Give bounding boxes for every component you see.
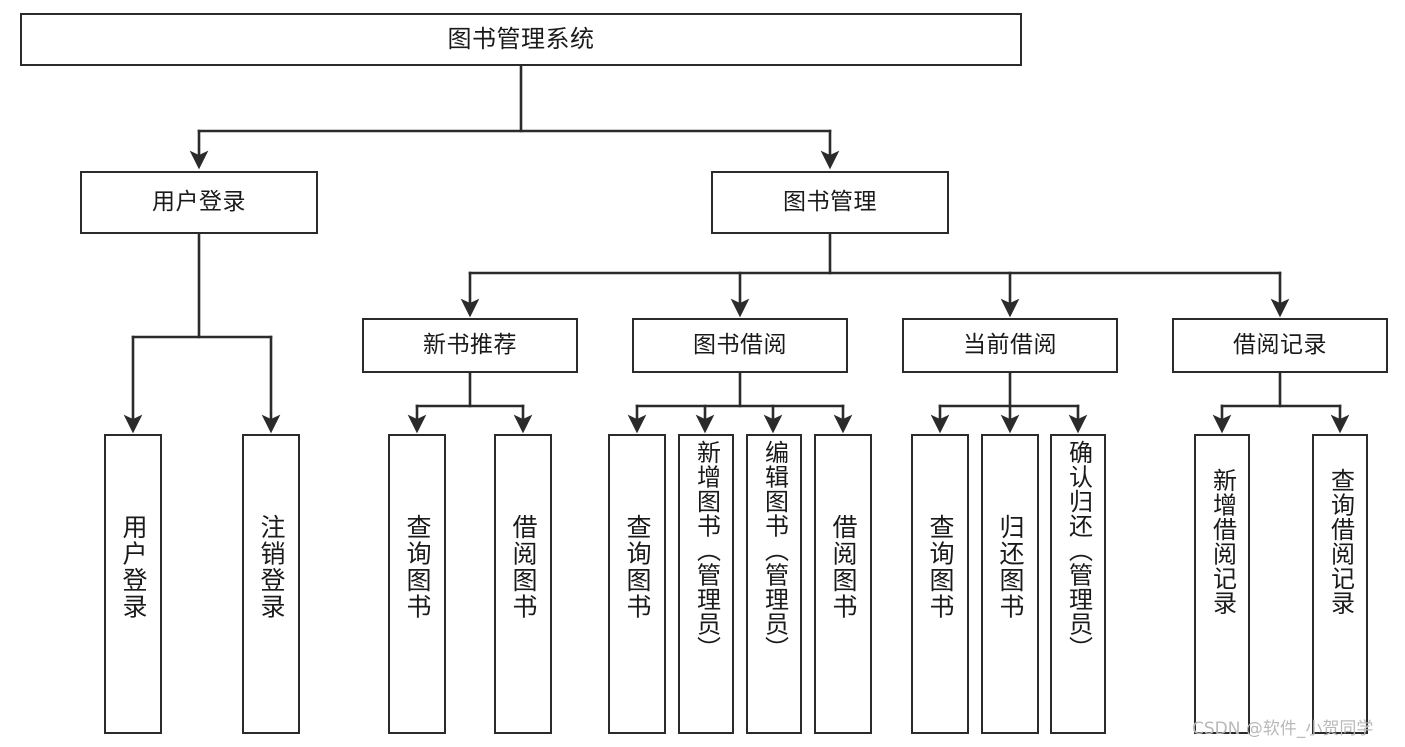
node-book-borrow[interactable]: 图书借阅 <box>632 318 848 373</box>
node-label: 借阅图书 <box>829 514 858 620</box>
node-label: 查询图书 <box>403 514 432 620</box>
node-borrow-record[interactable]: 借阅记录 <box>1172 318 1388 373</box>
node-leaf-query-book-2[interactable]: 查询图书 <box>608 434 666 734</box>
node-label: 新增图书（管理员） <box>692 440 721 661</box>
node-label: 用户登录 <box>119 514 148 620</box>
node-leaf-edit-book[interactable]: 编辑图书（管理员） <box>746 434 802 734</box>
node-leaf-return-book[interactable]: 归还图书 <box>981 434 1039 734</box>
node-book-management[interactable]: 图书管理 <box>711 171 949 234</box>
node-leaf-add-record[interactable]: 新增借阅记录 <box>1194 434 1250 734</box>
node-leaf-user-login[interactable]: 用户登录 <box>104 434 162 734</box>
node-label: 查询图书 <box>623 514 652 620</box>
node-label: 新增借阅记录 <box>1208 468 1237 615</box>
node-leaf-query-book-1[interactable]: 查询图书 <box>388 434 446 734</box>
node-new-book-recommend[interactable]: 新书推荐 <box>362 318 578 373</box>
node-label: 图书管理 <box>783 188 877 215</box>
watermark-csdn: CSDN @软件_小贺同学 <box>1192 719 1374 739</box>
node-label: 借阅记录 <box>1233 331 1327 358</box>
node-label: 借阅图书 <box>509 514 538 620</box>
node-label: 图书管理系统 <box>447 25 595 54</box>
node-label: 当前借阅 <box>963 331 1057 358</box>
node-leaf-user-logout[interactable]: 注销登录 <box>242 434 300 734</box>
node-label: 查询图书 <box>926 514 955 620</box>
node-label: 图书借阅 <box>693 331 787 358</box>
node-leaf-query-book-3[interactable]: 查询图书 <box>911 434 969 734</box>
node-leaf-borrow-book-1[interactable]: 借阅图书 <box>494 434 552 734</box>
node-user-login[interactable]: 用户登录 <box>80 171 318 234</box>
node-label: 归还图书 <box>996 514 1025 620</box>
node-label: 注销登录 <box>257 514 286 620</box>
node-leaf-confirm-return[interactable]: 确认归还（管理员） <box>1050 434 1106 734</box>
node-leaf-borrow-book-2[interactable]: 借阅图书 <box>814 434 872 734</box>
node-current-borrow[interactable]: 当前借阅 <box>902 318 1118 373</box>
node-label: 确认归还（管理员） <box>1064 440 1093 661</box>
node-label: 编辑图书（管理员） <box>760 440 789 661</box>
node-leaf-add-book[interactable]: 新增图书（管理员） <box>678 434 734 734</box>
node-label: 新书推荐 <box>423 331 517 358</box>
node-leaf-query-record[interactable]: 查询借阅记录 <box>1312 434 1368 734</box>
node-label: 查询借阅记录 <box>1326 468 1355 615</box>
node-label: 用户登录 <box>152 188 246 215</box>
node-root-book-management-system[interactable]: 图书管理系统 <box>20 13 1022 66</box>
